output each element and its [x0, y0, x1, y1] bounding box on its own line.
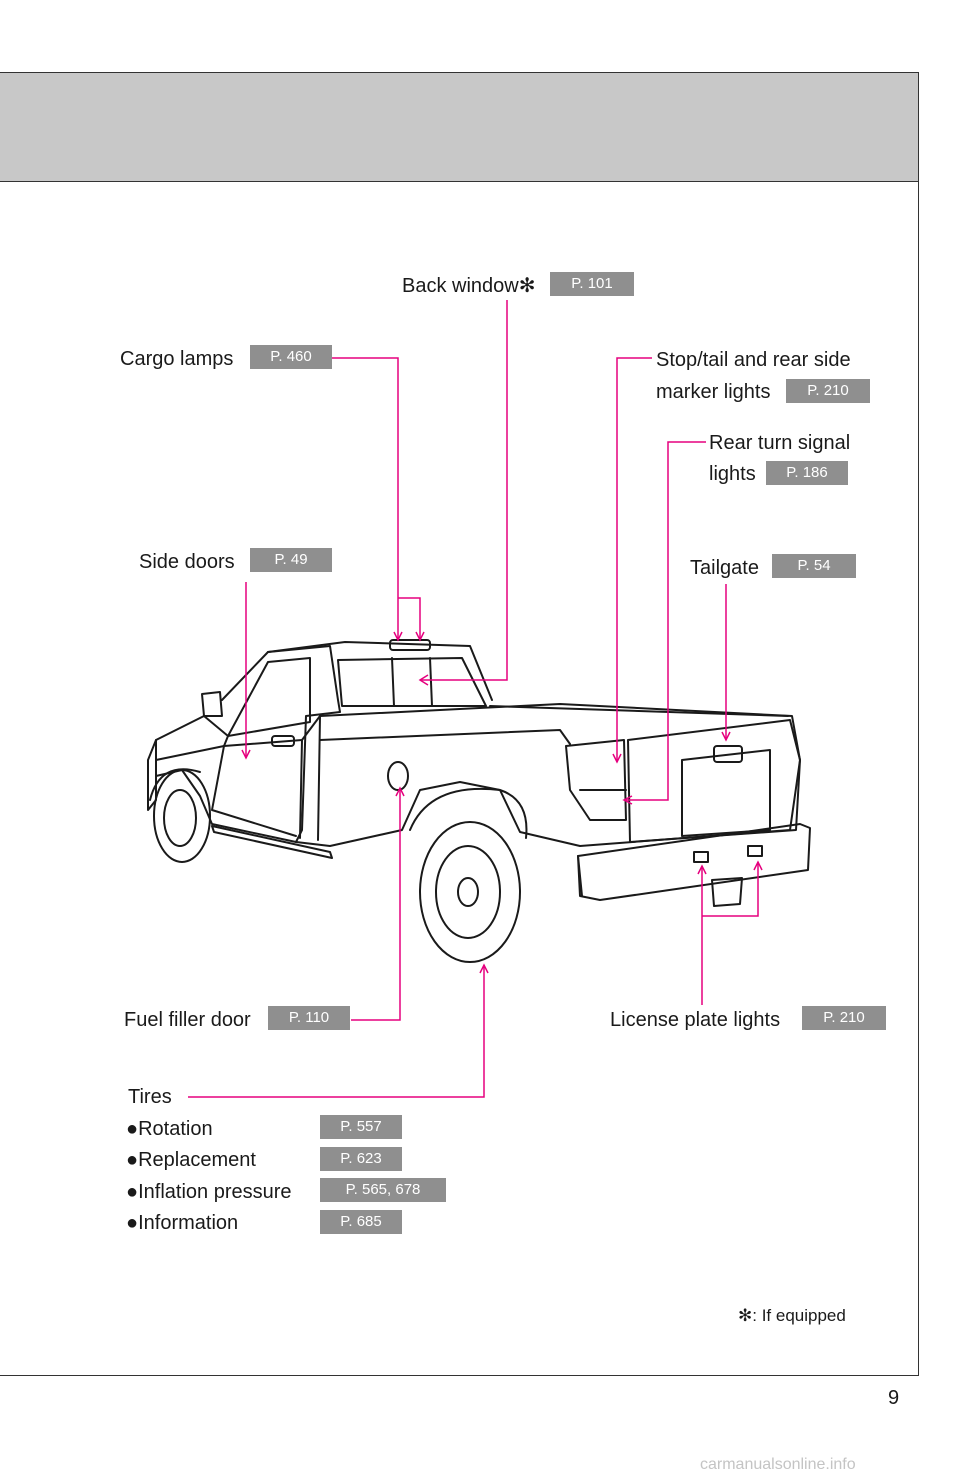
hitch [711, 877, 743, 907]
fuel-filler-page-badge[interactable]: P. 110 [268, 1006, 350, 1030]
bullet-icon: ● [126, 1118, 139, 1140]
tires-item-replacement: ●Replacement [126, 1149, 256, 1171]
front-tire [153, 769, 211, 863]
asterisk-icon: ✻ [738, 1306, 753, 1325]
back-window-label: Back window✻ [402, 275, 536, 297]
bullet-icon: ● [126, 1181, 139, 1203]
front-side-window [227, 657, 311, 737]
rear-cab-window [337, 657, 487, 707]
bullet-icon: ● [126, 1212, 139, 1234]
cargo-lamp-bar [389, 639, 431, 651]
rear-turn-page-badge[interactable]: P. 186 [766, 461, 848, 485]
hood [155, 715, 229, 761]
fuel-door [387, 761, 409, 791]
page-number: 9 [888, 1387, 900, 1409]
watermark: carmanualsonline.info [700, 1456, 856, 1473]
rear-tire [419, 821, 521, 963]
cargo-lamps-page-badge[interactable]: P. 460 [250, 345, 332, 369]
fuel-filler-label: Fuel filler door [124, 1009, 251, 1031]
body-side [155, 703, 801, 847]
door-handle [271, 735, 295, 747]
tailgate-handle [713, 745, 743, 763]
tailgate-page-badge[interactable]: P. 54 [772, 554, 856, 578]
footnote: ✻: If equipped [738, 1306, 846, 1325]
tires-item-rotation: ●Rotation [126, 1118, 213, 1140]
tail-light [565, 739, 627, 821]
header-band [0, 72, 919, 182]
bed-rail [489, 705, 789, 717]
back-window-page-badge[interactable]: P. 101 [550, 272, 634, 296]
stop-tail-page-badge[interactable]: P. 210 [786, 379, 870, 403]
door-line [211, 745, 297, 837]
license-plate-page-badge[interactable]: P. 210 [802, 1006, 886, 1030]
bullet-icon: ● [126, 1149, 139, 1171]
inflation-page-badge[interactable]: P. 565, 678 [320, 1178, 446, 1202]
rear-bumper [577, 823, 811, 901]
stop-tail-label-line1: Stop/tail and rear side [656, 349, 851, 371]
truck-drawing [147, 639, 811, 963]
rotation-page-badge[interactable]: P. 557 [320, 1115, 402, 1139]
rear-turn-label-line1: Rear turn signal [709, 432, 851, 454]
roof-line [267, 641, 493, 701]
side-mirror [201, 691, 223, 717]
cargo-lamps-label: Cargo lamps [120, 348, 234, 370]
side-doors-label: Side doors [139, 551, 235, 573]
rear-turn-label-line2: lights [709, 463, 756, 485]
page-frame [0, 72, 919, 1376]
callout-lines [188, 300, 763, 1098]
tires-title: Tires [128, 1086, 172, 1108]
stop-tail-label-line2: marker lights [656, 381, 771, 403]
license-plate-label: License plate lights [610, 1009, 781, 1031]
tailgate-label: Tailgate [690, 557, 759, 579]
tires-item-information: ●Information [126, 1212, 239, 1234]
tires-item-inflation: ●Inflation pressure [126, 1181, 292, 1203]
side-doors-page-badge[interactable]: P. 49 [250, 548, 332, 572]
replacement-page-badge[interactable]: P. 623 [320, 1147, 402, 1171]
information-page-badge[interactable]: P. 685 [320, 1210, 402, 1234]
tailgate [627, 719, 801, 843]
